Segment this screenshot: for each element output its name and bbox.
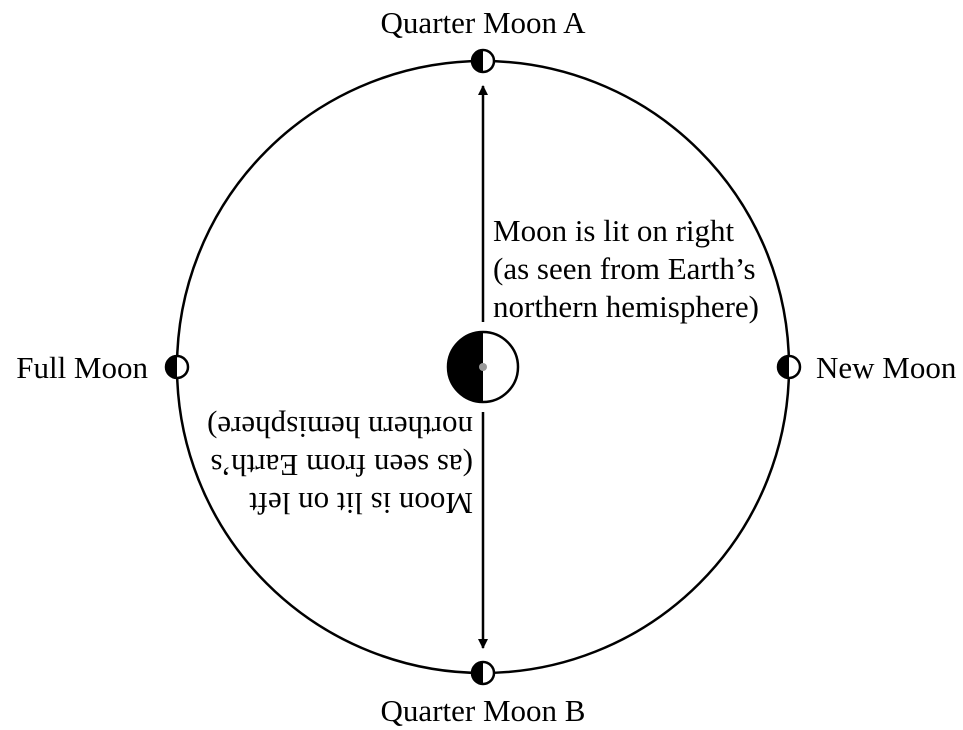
earth-icon bbox=[446, 330, 520, 404]
new-moon-label: New Moon bbox=[816, 350, 957, 385]
annotation-left-line-2: (as seen from Earth’s bbox=[210, 448, 473, 483]
annotation-right-line-1: Moon is lit on right bbox=[493, 213, 735, 248]
lit-left-annotation: Moon is lit on left (as seen from Earth’… bbox=[207, 410, 473, 521]
earth-center-dot bbox=[479, 363, 487, 371]
quarter-moon-a-label: Quarter Moon A bbox=[381, 5, 587, 40]
full-moon-icon bbox=[164, 354, 190, 380]
lit-right-annotation: Moon is lit on right (as seen from Earth… bbox=[493, 213, 759, 324]
annotation-left-line-3: northern hemisphere) bbox=[207, 410, 473, 445]
quarter-moon-a-icon bbox=[470, 48, 496, 74]
annotation-right-line-2: (as seen from Earth’s bbox=[493, 251, 756, 286]
full-moon-label: Full Moon bbox=[16, 350, 148, 385]
quarter-moon-b-label: Quarter Moon B bbox=[381, 693, 586, 728]
new-moon-icon bbox=[776, 354, 802, 380]
annotation-right-line-3: northern hemisphere) bbox=[493, 289, 759, 324]
quarter-moon-b-icon bbox=[470, 660, 496, 686]
annotation-left-line-1: Moon is lit on left bbox=[249, 486, 473, 521]
